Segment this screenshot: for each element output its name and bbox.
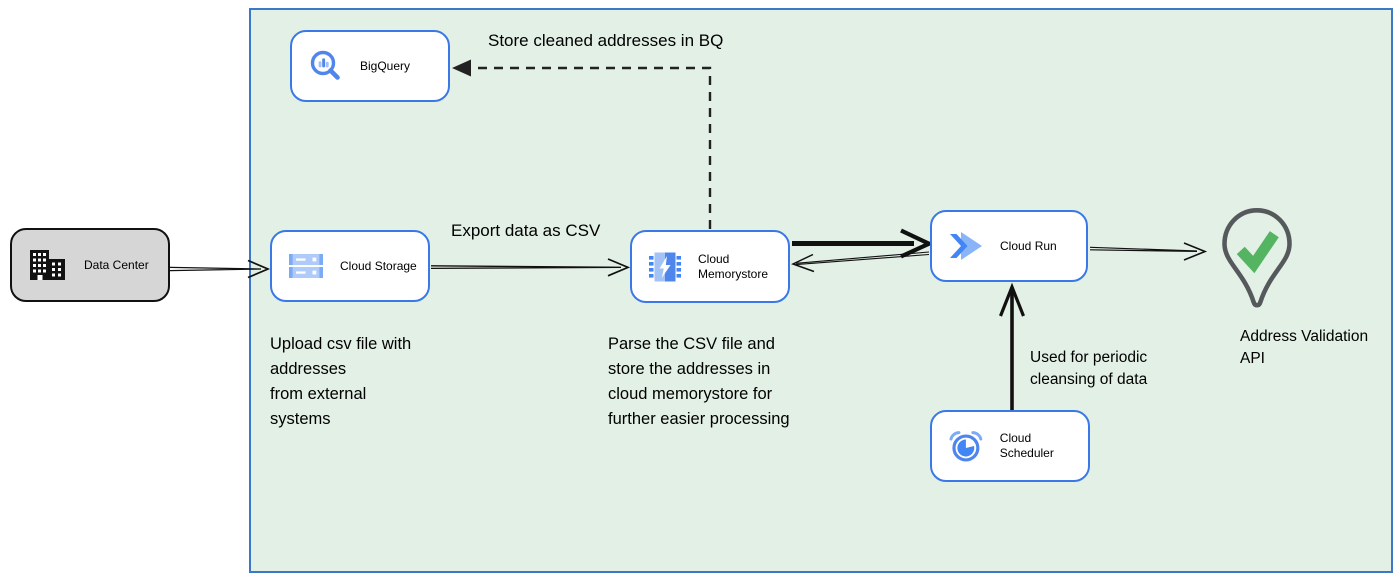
upload-note: Upload csv file with addresses from exte… [270,335,412,428]
node-label: Cloud Scheduler [999,431,1054,460]
edge-label-store-bq: Store cleaned addresses in BQ [488,31,724,50]
scheduler-icon [949,430,983,462]
node-bigquery: BigQuery [290,30,450,102]
node-label: Data Center [84,257,149,272]
node-cloud-run: Cloud Run [930,210,1088,282]
cloud-storage-icon [289,253,323,278]
address-validation-api-label: Address Validation API [1240,328,1369,367]
node-data-center: Data Center [10,228,170,302]
node-label: Cloud Memorystore [698,251,769,281]
node-cloud-scheduler: Cloud Scheduler [930,410,1090,482]
edge-label-periodic-cleansing: Used for periodic cleansing of data [1030,349,1148,388]
edge-label-export-csv: Export data as CSV [451,221,601,240]
location-pin-icon [1222,208,1292,308]
node-label: Cloud Run [1000,238,1057,253]
building-icon [30,250,65,280]
cloud-run-icon [950,232,982,260]
gcp-boundary [249,8,1393,573]
memorystore-icon [649,252,681,281]
node-cloud-memorystore: Cloud Memorystore [630,230,790,303]
node-label: BigQuery [360,58,411,73]
parse-note: Parse the CSV file and store the address… [608,335,790,428]
checkmark-icon [1236,231,1279,274]
bigquery-icon [310,50,340,80]
node-label: Cloud Storage [340,258,417,273]
node-cloud-storage: Cloud Storage [270,230,430,302]
